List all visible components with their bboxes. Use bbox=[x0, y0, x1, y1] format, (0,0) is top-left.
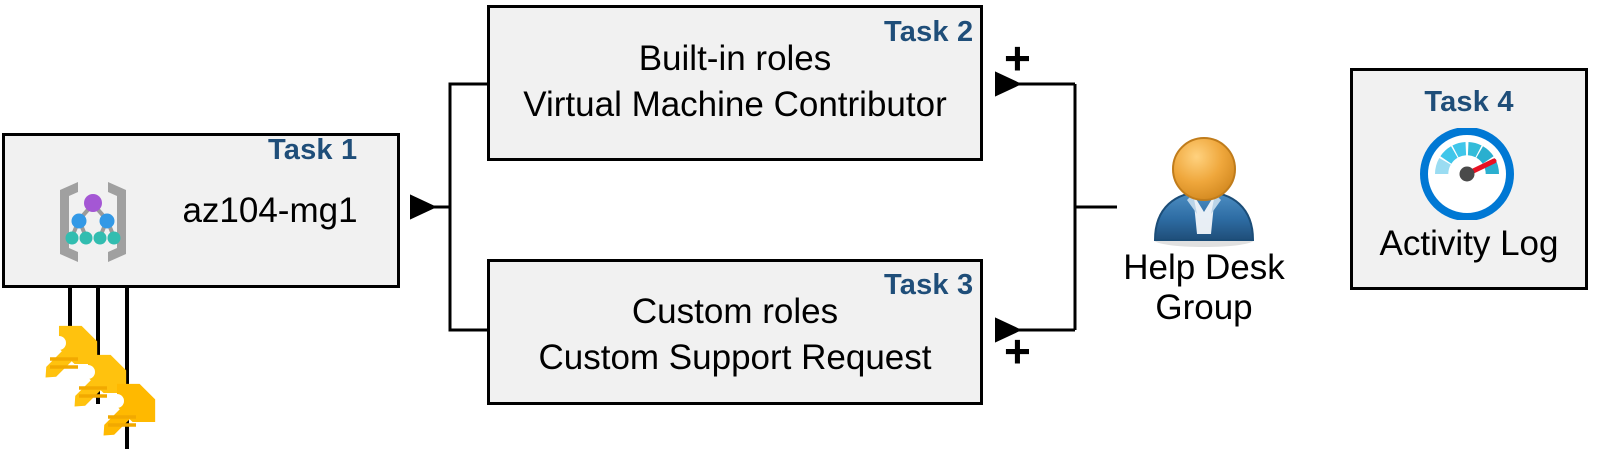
plus-sign-top: + bbox=[1004, 32, 1031, 84]
task-1-label: Task 1 bbox=[268, 134, 358, 166]
task-2-box[interactable] bbox=[487, 5, 983, 161]
task-4-text: Activity Log bbox=[1379, 224, 1559, 263]
task-3-text-line1: Custom roles bbox=[631, 292, 839, 331]
task-4-label: Task 4 bbox=[1424, 86, 1514, 118]
group-caption-line2: Group bbox=[1155, 288, 1253, 327]
task-2-text-line1: Built-in roles bbox=[638, 39, 832, 78]
group-caption-line1: Help Desk bbox=[1123, 248, 1285, 287]
plus-sign-bottom: + bbox=[1004, 325, 1031, 377]
activity-log-gauge-icon bbox=[1409, 127, 1525, 221]
connector-tasks-to-mg bbox=[410, 82, 487, 332]
task-2-text-line2: Virtual Machine Contributor bbox=[523, 85, 947, 124]
task-2-label: Task 2 bbox=[884, 16, 974, 48]
keys-icon bbox=[38, 318, 158, 449]
task-3-box[interactable] bbox=[487, 259, 983, 405]
task-3-text-line2: Custom Support Request bbox=[538, 338, 932, 377]
task-1-box[interactable] bbox=[2, 133, 400, 288]
task-1-text: az104-mg1 bbox=[182, 191, 358, 230]
user-group-icon bbox=[1129, 136, 1279, 248]
task-3-label: Task 3 bbox=[884, 269, 974, 301]
management-group-icon bbox=[48, 176, 138, 268]
